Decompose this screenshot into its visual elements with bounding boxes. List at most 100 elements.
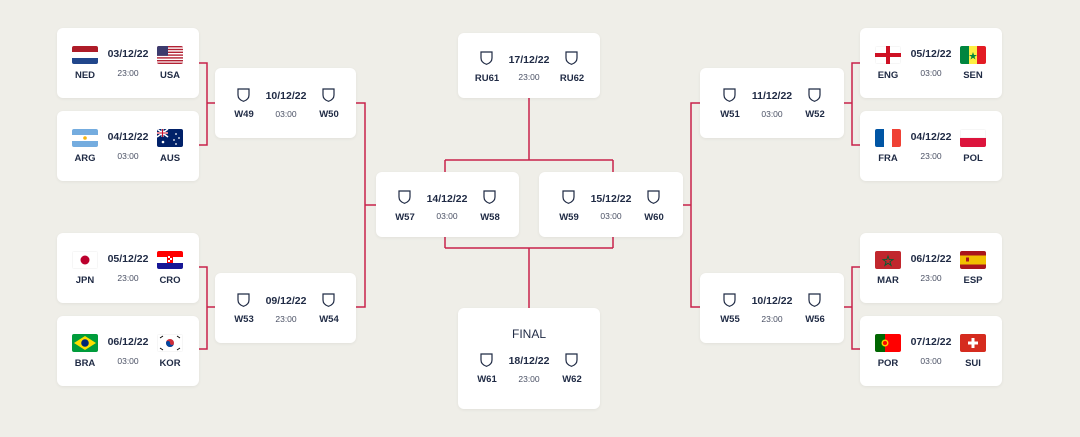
match-time: 23:00 [275, 314, 297, 324]
away-team-code: W54 [319, 314, 339, 325]
usa-flag-icon [157, 46, 183, 64]
away-team-code: W50 [319, 109, 339, 120]
away-team-code: CRO [159, 275, 181, 286]
shield-icon [483, 190, 496, 204]
away-team-code: KOR [159, 358, 181, 369]
match-date: 07/12/22 [910, 336, 952, 348]
match-date: 04/12/22 [107, 131, 149, 143]
home-team-code: BRA [74, 358, 96, 369]
shield-icon [322, 88, 335, 102]
match-card-qf-w51-w52[interactable]: 11/12/22 W51 03:00 W52 [700, 68, 844, 138]
match-card-qf-w53-w54[interactable]: 09/12/22 W53 23:00 W54 [215, 273, 356, 343]
match-date: 14/12/22 [426, 193, 468, 205]
home-team-code: FRA [878, 153, 898, 164]
brazil-flag-icon [72, 334, 98, 352]
australia-flag-icon [157, 129, 183, 147]
match-date: 10/12/22 [751, 295, 793, 307]
shield-icon [562, 190, 575, 204]
match-card-third-place[interactable]: 17/12/22 RU61 23:00 RU62 [458, 33, 600, 98]
away-team-code: POL [963, 153, 983, 164]
away-team-code: W62 [562, 374, 582, 385]
match-date: 18/12/22 [508, 355, 550, 367]
match-time: 23:00 [117, 273, 139, 283]
match-date: 11/12/22 [751, 90, 793, 102]
match-time: 03:00 [920, 356, 942, 366]
match-time: 03:00 [117, 356, 139, 366]
match-date: 03/12/22 [107, 48, 149, 60]
england-flag-icon [875, 46, 901, 64]
match-card-arg-aus[interactable]: 04/12/22 ARG 03:00 AUS [57, 111, 199, 181]
morocco-flag-icon [875, 251, 901, 269]
shield-icon [237, 88, 250, 102]
match-time: 03:00 [920, 68, 942, 78]
match-time: 23:00 [920, 151, 942, 161]
match-time: 23:00 [518, 72, 540, 82]
match-time: 03:00 [117, 151, 139, 161]
match-time: 23:00 [518, 374, 540, 384]
home-team-code: W61 [477, 374, 497, 385]
match-card-qf-w49-w50[interactable]: 10/12/22 W49 03:00 W50 [215, 68, 356, 138]
match-date: 10/12/22 [265, 90, 307, 102]
shield-icon [565, 353, 578, 367]
home-team-code: W57 [395, 212, 415, 223]
shield-icon [237, 293, 250, 307]
away-team-code: W60 [644, 212, 664, 223]
away-team-code: USA [159, 70, 181, 81]
match-time: 03:00 [275, 109, 297, 119]
match-card-mar-esp[interactable]: 06/12/22 MAR 23:00 ESP [860, 233, 1002, 303]
match-time: 03:00 [600, 211, 622, 221]
spain-flag-icon [960, 251, 986, 269]
netherlands-flag-icon [72, 46, 98, 64]
final-label: FINAL [511, 327, 546, 341]
shield-icon [322, 293, 335, 307]
home-team-code: ARG [74, 153, 96, 164]
poland-flag-icon [960, 129, 986, 147]
senegal-flag-icon [960, 46, 986, 64]
match-card-fra-pol[interactable]: 04/12/22 FRA 23:00 POL [860, 111, 1002, 181]
shield-icon [480, 51, 493, 65]
home-team-code: W59 [559, 212, 579, 223]
away-team-code: W58 [480, 212, 500, 223]
match-date: 05/12/22 [910, 48, 952, 60]
match-date: 06/12/22 [910, 253, 952, 265]
home-team-code: POR [877, 358, 899, 369]
shield-icon [808, 88, 821, 102]
match-card-bra-kor[interactable]: 06/12/22 BRA 03:00 KOR [57, 316, 199, 386]
match-card-final[interactable]: FINAL 18/12/22 W61 23:00 W62 [458, 308, 600, 409]
portugal-flag-icon [875, 334, 901, 352]
home-team-code: W49 [234, 109, 254, 120]
shield-icon [723, 88, 736, 102]
away-team-code: SUI [965, 358, 981, 369]
match-card-qf-w55-w56[interactable]: 10/12/22 W55 23:00 W56 [700, 273, 844, 343]
japan-flag-icon [72, 251, 98, 269]
match-date: 06/12/22 [107, 336, 149, 348]
home-team-code: NED [74, 70, 96, 81]
match-date: 17/12/22 [508, 54, 550, 66]
argentina-flag-icon [72, 129, 98, 147]
shield-icon [723, 293, 736, 307]
switzerland-flag-icon [960, 334, 986, 352]
home-team-code: W53 [234, 314, 254, 325]
match-card-por-sui[interactable]: 07/12/22 POR 03:00 SUI [860, 316, 1002, 386]
away-team-code: RU62 [559, 73, 585, 84]
match-date: 04/12/22 [910, 131, 952, 143]
korea-flag-icon [157, 334, 183, 352]
match-time: 23:00 [117, 68, 139, 78]
home-team-code: W51 [720, 109, 740, 120]
match-card-ned-usa[interactable]: 03/12/22 NED 23:00 USA [57, 28, 199, 98]
match-date: 09/12/22 [265, 295, 307, 307]
home-team-code: ENG [877, 70, 899, 81]
match-card-sf-w57-w58[interactable]: 14/12/22 W57 03:00 W58 [376, 172, 519, 237]
match-card-sf-w59-w60[interactable]: 15/12/22 W59 03:00 W60 [539, 172, 683, 237]
shield-icon [647, 190, 660, 204]
shield-icon [808, 293, 821, 307]
match-card-jpn-cro[interactable]: 05/12/22 JPN 23:00 CRO [57, 233, 199, 303]
away-team-code: W56 [805, 314, 825, 325]
shield-icon [480, 353, 493, 367]
home-team-code: W55 [720, 314, 740, 325]
away-team-code: ESP [963, 275, 983, 286]
shield-icon [565, 51, 578, 65]
match-card-eng-sen[interactable]: 05/12/22 ENG 03:00 SEN [860, 28, 1002, 98]
match-time: 03:00 [761, 109, 783, 119]
